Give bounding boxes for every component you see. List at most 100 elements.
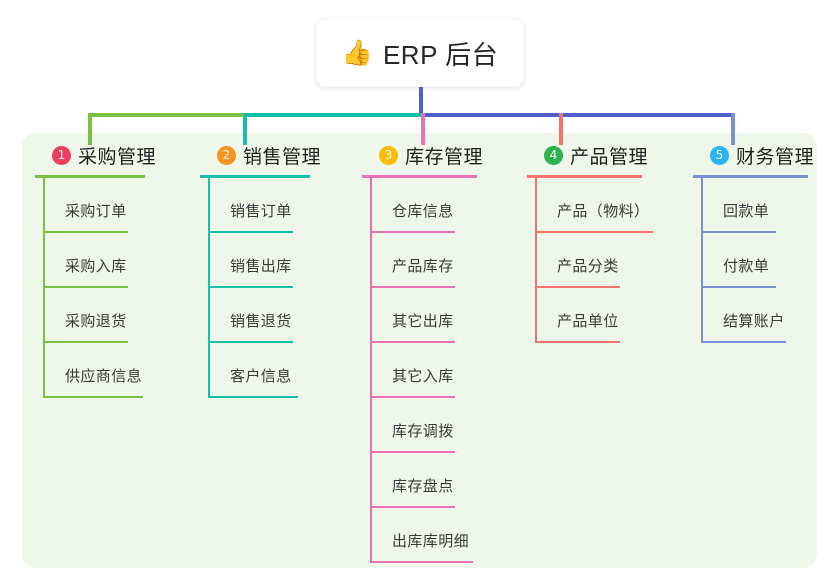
list-item-label: 销售出库 <box>230 258 292 275</box>
list-item[interactable]: 其它出库 <box>362 288 483 343</box>
column-badge-5: 5 <box>710 145 729 165</box>
column-rule-2 <box>200 175 310 178</box>
list-item[interactable]: 出库库明细 <box>362 508 483 563</box>
list-item-rule <box>370 561 473 563</box>
list-item[interactable]: 付款单 <box>693 233 814 288</box>
column-spine-3 <box>370 178 372 563</box>
list-item-rule <box>535 286 620 288</box>
connector-drop-5 <box>731 113 735 145</box>
column-items-4: 产品（物料） 产品分类产品单位 <box>527 178 653 343</box>
column-badge-4: 4 <box>544 145 563 165</box>
list-item-label: 产品分类 <box>557 258 619 275</box>
root-trunk-connector <box>419 87 423 115</box>
list-item-label: 采购退货 <box>65 313 127 330</box>
list-item[interactable]: 采购订单 <box>35 178 156 233</box>
list-item-label: 出库库明细 <box>392 533 470 550</box>
column-title-3: 库存管理 <box>405 146 484 168</box>
list-item[interactable]: 库存盘点 <box>362 453 483 508</box>
list-item-label: 仓库信息 <box>392 203 454 220</box>
bus-green <box>88 113 243 117</box>
column-title-4: 产品管理 <box>570 146 649 168</box>
list-item-label: 销售订单 <box>230 203 292 220</box>
column-spine-4 <box>535 178 537 343</box>
list-item[interactable]: 采购退货 <box>35 288 156 343</box>
list-item[interactable]: 结算账户 <box>693 288 814 343</box>
list-item-rule <box>43 231 128 233</box>
list-item-label: 产品单位 <box>557 313 619 330</box>
list-item-label: 库存盘点 <box>392 478 454 495</box>
column-header-3[interactable]: 3 库存管理 <box>362 142 483 168</box>
list-item[interactable]: 采购入库 <box>35 233 156 288</box>
list-item-label: 其它出库 <box>392 313 454 330</box>
root-node-erp-backend[interactable]: 👍 ERP 后台 <box>316 19 524 87</box>
list-item-label: 库存调拨 <box>392 423 454 440</box>
list-item-rule <box>370 451 455 453</box>
list-item[interactable]: 销售订单 <box>200 178 321 233</box>
column-spine-5 <box>701 178 703 343</box>
column-badge-3: 3 <box>379 145 398 165</box>
list-item-rule <box>701 286 776 288</box>
list-item-rule <box>370 396 455 398</box>
list-item-rule <box>535 341 620 343</box>
list-item-label: 采购入库 <box>65 258 127 275</box>
column-items-2: 销售订单销售出库销售退货客户信息 <box>200 178 321 398</box>
list-item-label: 产品（物料） <box>557 203 650 220</box>
list-item[interactable]: 仓库信息 <box>362 178 483 233</box>
list-item-label: 结算账户 <box>723 313 785 330</box>
column-5: 5 财务管理回款单付款单结算账户 <box>693 142 814 343</box>
list-item[interactable]: 库存调拨 <box>362 398 483 453</box>
column-rule-3 <box>362 175 477 178</box>
column-title-5: 财务管理 <box>736 146 815 168</box>
list-item[interactable]: 销售出库 <box>200 233 321 288</box>
connector-drop-3 <box>421 113 425 145</box>
list-item-rule <box>208 231 293 233</box>
list-item-rule <box>535 231 653 233</box>
list-item-label: 回款单 <box>723 203 770 220</box>
list-item-label: 其它入库 <box>392 368 454 385</box>
list-item-rule <box>208 286 293 288</box>
list-item-rule <box>370 231 455 233</box>
list-item[interactable]: 产品分类 <box>527 233 648 288</box>
thumbs-up-icon: 👍 <box>341 38 373 67</box>
column-header-5[interactable]: 5 财务管理 <box>693 142 814 168</box>
list-item-rule <box>701 231 776 233</box>
list-item-rule <box>208 341 293 343</box>
column-title-1: 采购管理 <box>78 146 157 168</box>
list-item[interactable]: 销售退货 <box>200 288 321 343</box>
list-item-label: 采购订单 <box>65 203 127 220</box>
bus-teal <box>243 113 421 117</box>
column-header-4[interactable]: 4 产品管理 <box>527 142 648 168</box>
column-rule-4 <box>527 175 642 178</box>
list-item-rule <box>43 341 128 343</box>
list-item[interactable]: 产品单位 <box>527 288 648 343</box>
list-item-label: 付款单 <box>723 258 770 275</box>
column-spine-1 <box>43 178 45 398</box>
list-item-label: 客户信息 <box>230 368 292 385</box>
connector-drop-1 <box>88 113 92 145</box>
list-item[interactable]: 供应商信息 <box>35 343 156 398</box>
column-rule-5 <box>693 175 808 178</box>
list-item[interactable]: 产品（物料） <box>527 178 653 233</box>
list-item-label: 销售退货 <box>230 313 292 330</box>
column-3: 3 库存管理仓库信息产品库存其它出库其它入库库存调拨库存盘点出库库明细 <box>362 142 483 563</box>
connector-drop-2 <box>243 113 247 145</box>
root-node-title: ERP 后台 <box>382 39 499 70</box>
list-item[interactable]: 其它入库 <box>362 343 483 398</box>
column-badge-2: 2 <box>217 145 236 165</box>
list-item[interactable]: 产品库存 <box>362 233 483 288</box>
list-item[interactable]: 回款单 <box>693 178 814 233</box>
column-rule-1 <box>35 175 145 178</box>
list-item[interactable]: 客户信息 <box>200 343 321 398</box>
bus-blue <box>421 113 731 117</box>
column-4: 4 产品管理产品（物料） 产品分类产品单位 <box>527 142 653 343</box>
column-spine-2 <box>208 178 210 398</box>
column-items-1: 采购订单采购入库采购退货供应商信息 <box>35 178 156 398</box>
root-node-content: 👍 ERP 后台 <box>342 35 498 72</box>
list-item-rule <box>370 286 455 288</box>
list-item-label: 产品库存 <box>392 258 454 275</box>
list-item-rule <box>43 286 128 288</box>
